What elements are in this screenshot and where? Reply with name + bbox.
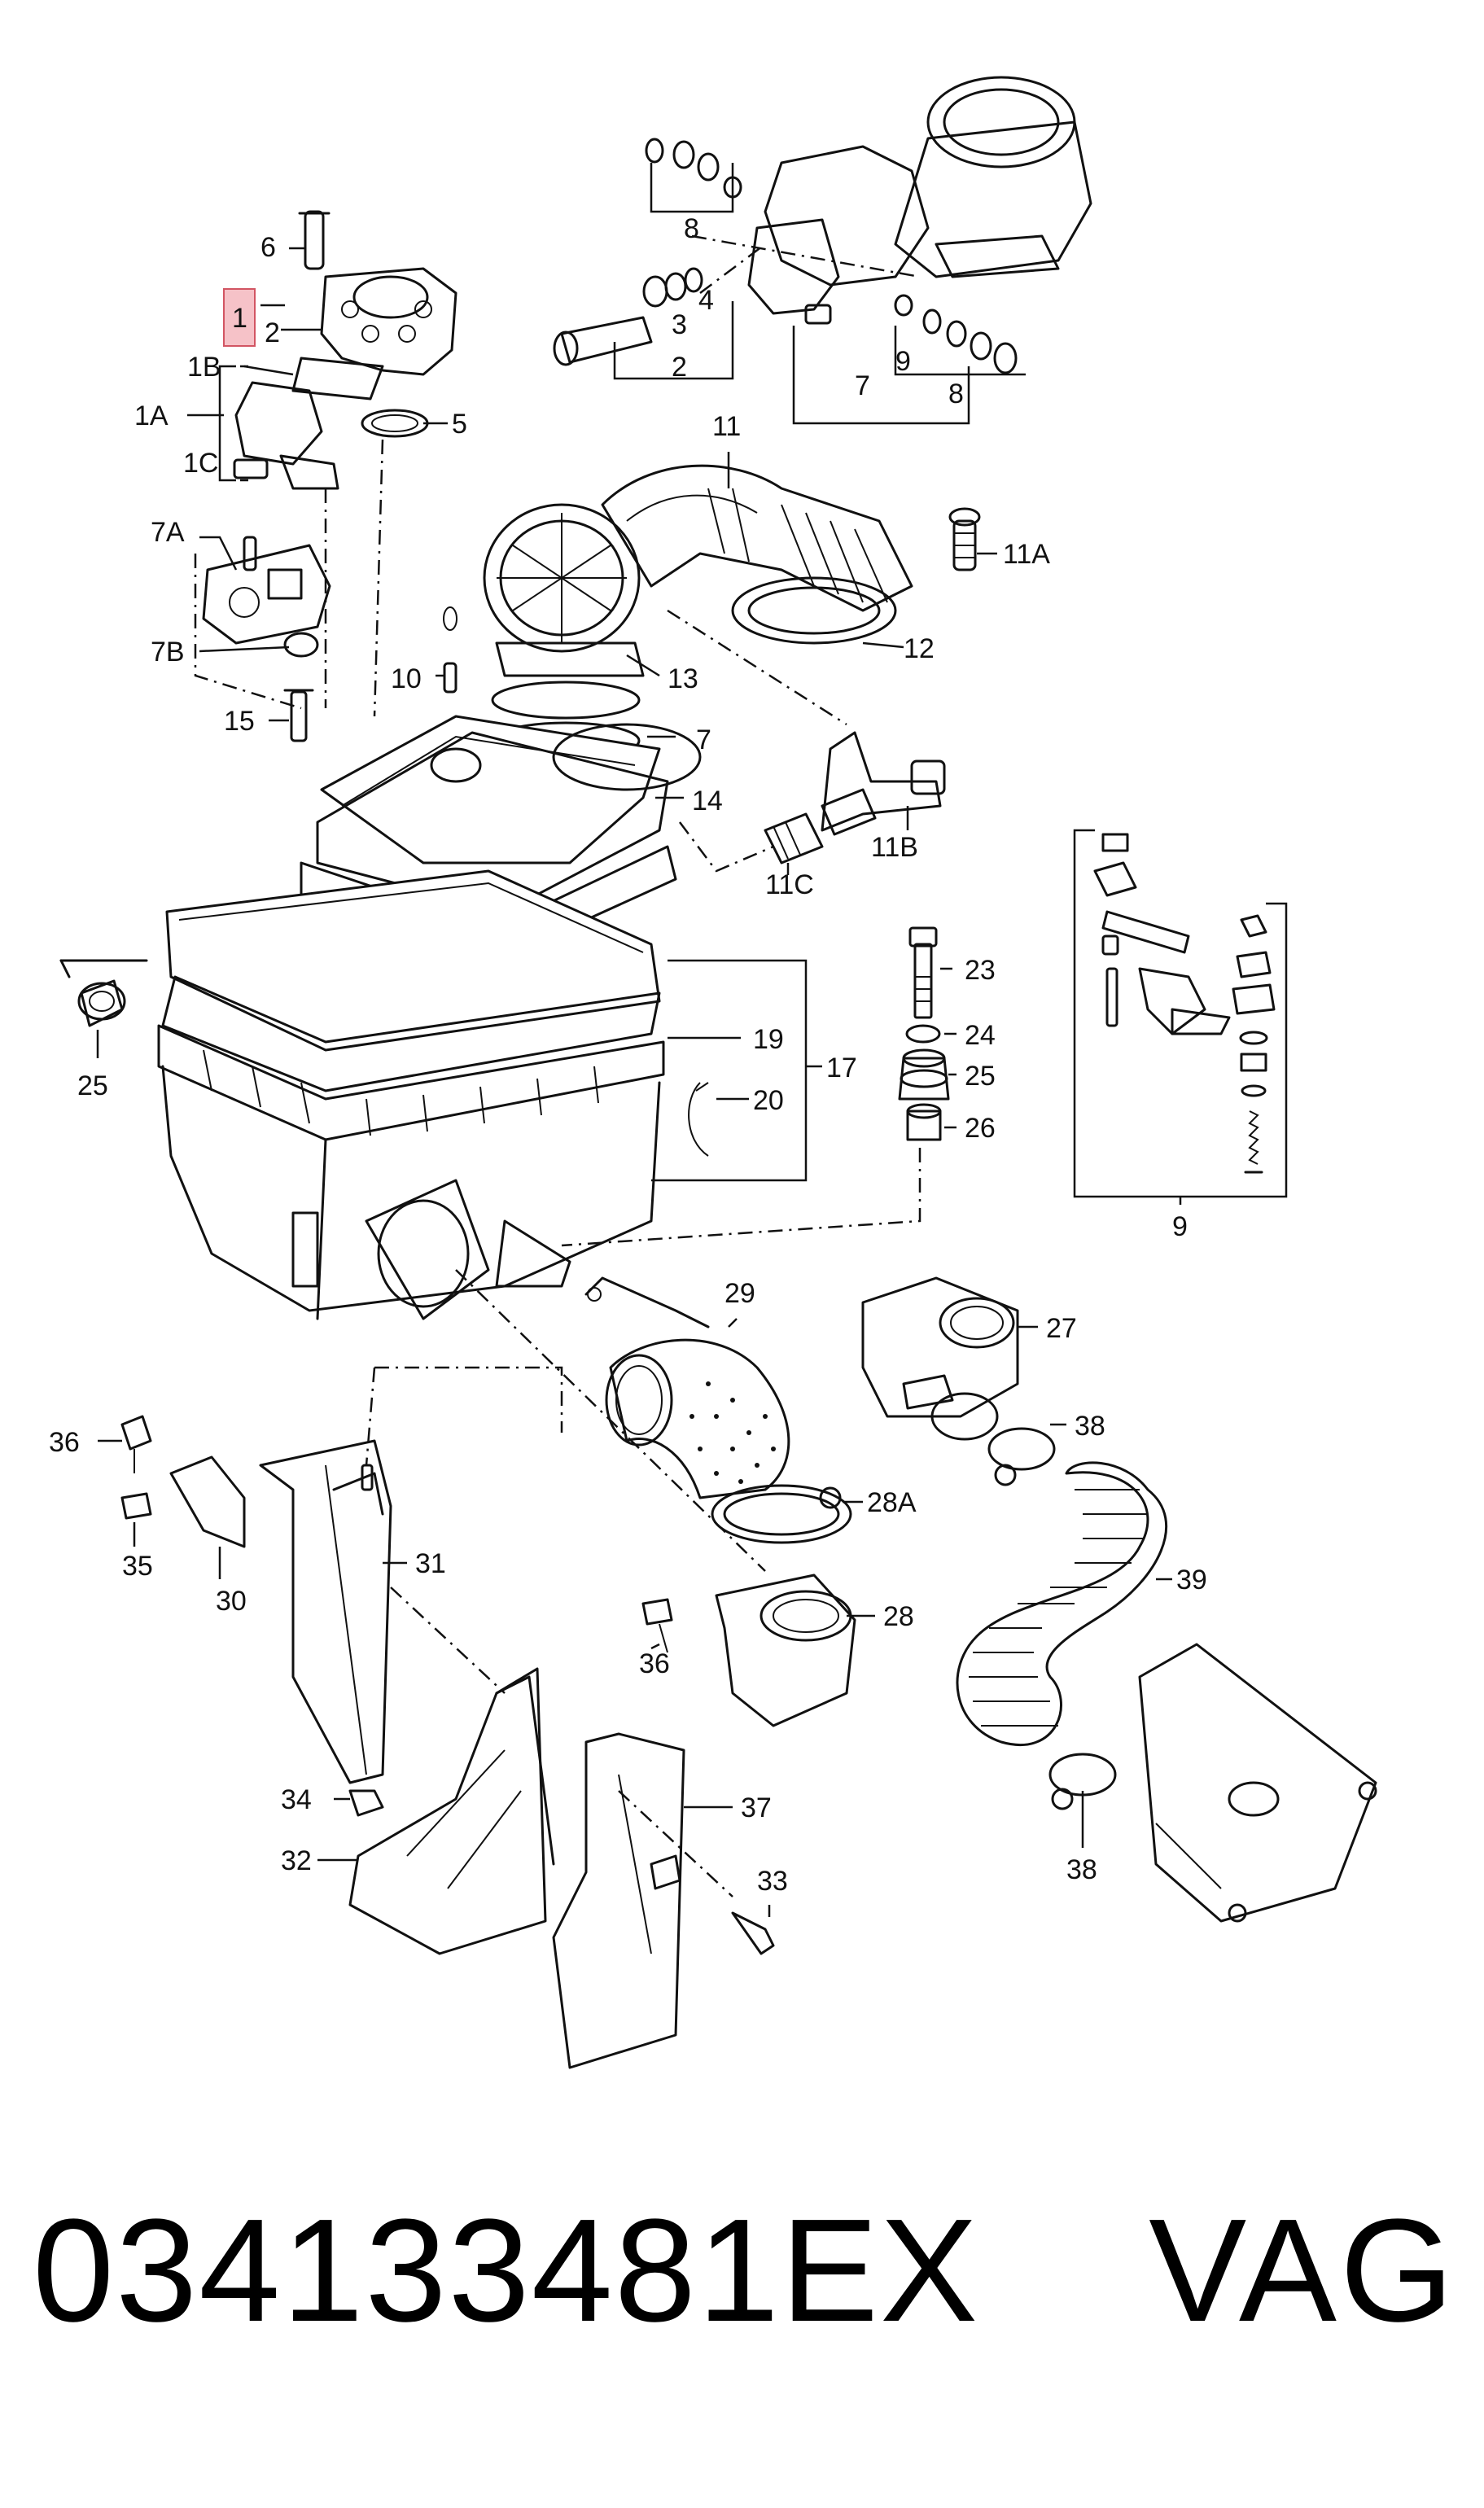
callout-31: 31 xyxy=(415,1548,446,1579)
air-filter-upper-housing xyxy=(194,439,702,962)
callout-23: 23 xyxy=(965,955,996,986)
fastener-kit-9 xyxy=(1073,829,1288,1205)
callout-3: 3 xyxy=(672,309,687,340)
callout-34: 34 xyxy=(281,1784,312,1815)
callout-27: 27 xyxy=(1046,1313,1077,1344)
callout-19: 19 xyxy=(753,1024,784,1055)
callout-11c: 11C xyxy=(765,869,814,900)
mount-bolt-assembly xyxy=(561,926,957,1247)
callout-25-mount: 25 xyxy=(965,1061,996,1092)
callout-1: 1 xyxy=(232,303,247,334)
callout-38-bottom: 38 xyxy=(1066,1854,1097,1885)
callout-2: 2 xyxy=(265,317,280,348)
callout-24: 24 xyxy=(965,1020,996,1051)
regulator-7a-assembly xyxy=(199,536,331,658)
callout-29: 29 xyxy=(724,1278,755,1309)
callout-28a: 28A xyxy=(867,1487,917,1518)
throttle-body-assembly xyxy=(553,76,1092,425)
callout-2-throttle: 2 xyxy=(672,352,687,383)
callout-35: 35 xyxy=(122,1551,153,1582)
callout-9-kit: 9 xyxy=(1172,1211,1188,1242)
bracket-assembly xyxy=(98,1366,775,2069)
rubber-cap-25 xyxy=(59,959,148,1058)
callout-38-top: 38 xyxy=(1075,1411,1105,1442)
callout-7b: 7B xyxy=(151,637,185,667)
callout-6: 6 xyxy=(260,232,276,263)
callout-36-bottom: 36 xyxy=(639,1648,670,1679)
callout-30: 30 xyxy=(216,1586,247,1617)
callout-37: 37 xyxy=(741,1792,772,1823)
callout-1b: 1B xyxy=(187,352,221,383)
part-footer: 034133481EX VAG xyxy=(33,2190,1465,2353)
callout-36-top: 36 xyxy=(49,1427,80,1458)
idle-control-unit-assembly xyxy=(187,210,457,490)
callout-12: 12 xyxy=(904,633,935,664)
callout-33: 33 xyxy=(757,1866,788,1897)
callout-labels: 6 1 2 1B 1A 1C 5 8 3 4 2 7 9 8 11 11A 12… xyxy=(49,213,1207,1897)
part-number: 034133481EX xyxy=(33,2189,980,2353)
callout-20: 20 xyxy=(753,1085,784,1116)
callout-39: 39 xyxy=(1176,1565,1207,1595)
callout-7-throttle: 7 xyxy=(855,370,870,401)
callout-13: 13 xyxy=(668,663,698,694)
air-mass-meter-assembly xyxy=(861,1276,1377,1923)
callout-11b: 11B xyxy=(871,832,918,863)
air-filter-box xyxy=(157,869,822,1320)
callout-1a: 1A xyxy=(134,400,169,431)
callout-26: 26 xyxy=(965,1113,996,1144)
callout-11: 11 xyxy=(712,411,741,442)
callout-5: 5 xyxy=(452,409,467,440)
callout-1c: 1C xyxy=(183,448,218,479)
callout-8-throttle: 8 xyxy=(948,379,964,409)
exploded-parts-diagram: 6 1 2 1B 1A 1C 5 8 3 4 2 7 9 8 11 11A 12… xyxy=(49,76,1377,2069)
callout-7a: 7A xyxy=(151,517,185,548)
callout-15: 15 xyxy=(224,706,255,737)
callout-17: 17 xyxy=(826,1053,857,1083)
callout-9-throttle: 9 xyxy=(895,346,911,377)
callout-11a: 11A xyxy=(1003,539,1050,570)
callout-28: 28 xyxy=(883,1601,914,1632)
callout-8-top: 8 xyxy=(684,213,699,244)
callout-7-housing: 7 xyxy=(696,724,711,755)
brand-name: VAG xyxy=(1149,2189,1457,2353)
callout-4: 4 xyxy=(698,285,714,316)
intake-hose-assembly xyxy=(483,452,997,760)
callout-14: 14 xyxy=(692,786,723,816)
callout-10: 10 xyxy=(391,663,422,694)
callout-32: 32 xyxy=(281,1845,312,1876)
breather-assembly xyxy=(679,731,946,875)
highlight-box-1 xyxy=(223,288,256,347)
intake-duct-assembly xyxy=(455,1269,875,1727)
callout-25-cap: 25 xyxy=(77,1070,108,1101)
